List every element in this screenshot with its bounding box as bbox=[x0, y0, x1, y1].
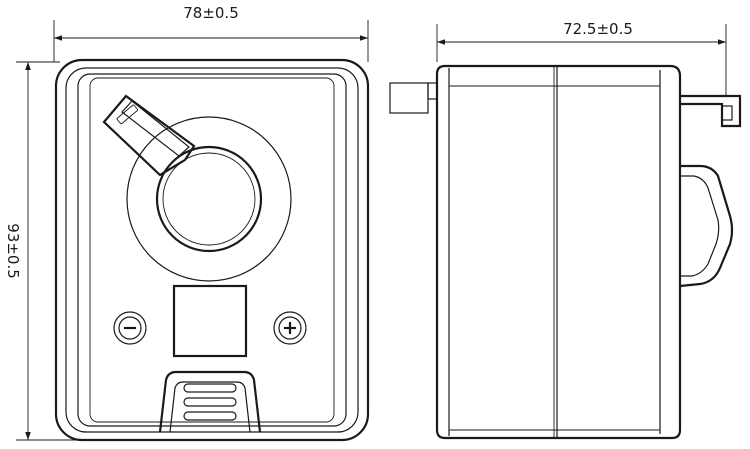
width-dimension-label: 78±0.5 bbox=[183, 4, 239, 22]
front-panel-outer bbox=[77, 73, 347, 427]
side-body-outline bbox=[435, 64, 682, 440]
rotary-knob bbox=[102, 94, 292, 282]
knob-lever-slot bbox=[116, 104, 139, 125]
depth-dimension: 72.5±0.5 bbox=[436, 20, 727, 96]
minus-icon bbox=[113, 311, 147, 345]
display-window bbox=[172, 284, 248, 358]
knob-inner-ring bbox=[155, 145, 263, 253]
depth-dimension-label: 72.5±0.5 bbox=[563, 20, 633, 38]
output-shaft bbox=[389, 82, 429, 114]
knob-hub bbox=[162, 152, 256, 246]
front-view: 78±0.5 93±0.5 bbox=[4, 4, 370, 442]
knob-lever-inner bbox=[121, 100, 190, 157]
housing-outer bbox=[54, 58, 370, 442]
knob-outer-ring bbox=[126, 116, 292, 282]
mounting-bracket bbox=[679, 94, 742, 288]
height-dimension: 93±0.5 bbox=[4, 61, 160, 441]
width-dimension: 78±0.5 bbox=[53, 4, 369, 62]
side-view: 72.5±0.5 bbox=[389, 20, 742, 440]
shaft-collar bbox=[427, 82, 438, 100]
housing-inner bbox=[65, 67, 359, 433]
height-dimension-label: 93±0.5 bbox=[4, 223, 22, 279]
plus-icon bbox=[273, 311, 307, 345]
bottom-grip-tab bbox=[158, 370, 262, 433]
knob-lever bbox=[102, 94, 196, 177]
front-panel-inner bbox=[89, 77, 335, 423]
